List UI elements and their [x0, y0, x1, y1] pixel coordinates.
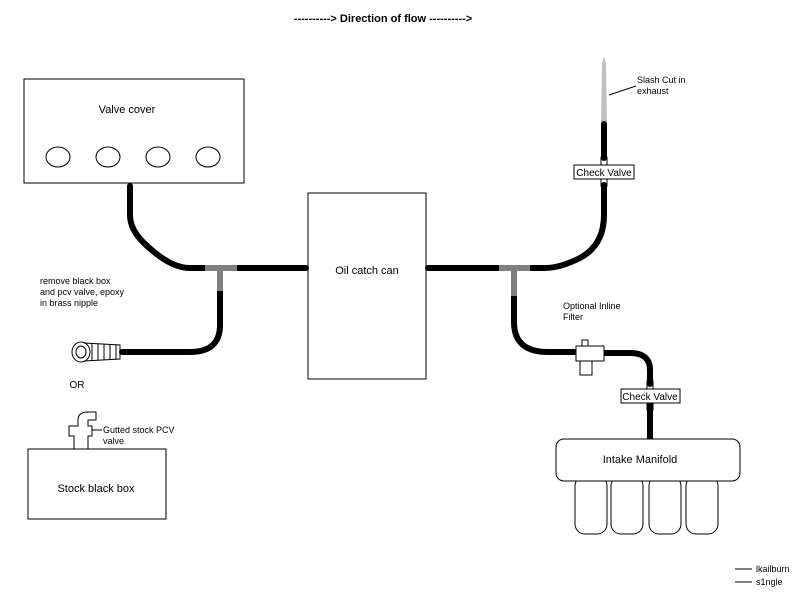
valve-cover: Valve cover: [23, 78, 245, 184]
hose-inline-filter-to-check-valve: [601, 350, 653, 387]
intake-runner-2: [610, 475, 644, 535]
credit-2: s1ngle: [756, 577, 783, 587]
optional-filter-label-line-1: Optional Inline: [563, 301, 621, 311]
gutted-pcv-valve: [68, 411, 97, 449]
or-label: OR: [70, 380, 85, 391]
right-tee-fitting: [499, 265, 530, 296]
valve-cover-port-2: [95, 146, 121, 168]
check-valve-top: Check Valve: [573, 156, 635, 187]
valve-cover-port-3: [145, 146, 171, 168]
flow-direction-title: ----------> Direction of flow ----------…: [294, 13, 472, 25]
slash-cut-label-line-2: exhaust: [637, 86, 669, 96]
stock-black-box: Stock black box: [27, 448, 167, 520]
check-valve-bottom-label: Check Valve: [622, 392, 678, 403]
check-valve-top-label: Check Valve: [576, 168, 632, 179]
valve-cover-label: Valve cover: [99, 104, 156, 116]
optional-filter-label-line-2: Filter: [563, 312, 583, 322]
credit-1: lkailburn: [756, 564, 790, 574]
inline-filter: [575, 339, 605, 376]
oil-catch-can: Oil catch can: [307, 192, 427, 380]
stock-black-box-label: Stock black box: [57, 483, 135, 495]
gutted-pcv-label-line-1: Gutted stock PCV: [103, 425, 175, 435]
brass-nipple-fitting: [71, 341, 121, 363]
intake-manifold: Intake Manifold: [555, 438, 741, 535]
remove-black-box-note-line-2: and pcv valve, epoxy: [40, 287, 125, 297]
check-valve-bottom: Check Valve: [620, 380, 681, 411]
hose-tee-to-inline-filter: [511, 292, 583, 355]
hose-valve-cover-to-tee: [127, 183, 208, 271]
intake-manifold-label: Intake Manifold: [603, 454, 678, 466]
exhaust-slash-cut-pipe: [601, 56, 607, 124]
valve-cover-port-1: [45, 146, 71, 168]
gutted-pcv-label-line-2: valve: [103, 436, 124, 446]
intake-runner-3: [648, 475, 682, 535]
remove-black-box-note-line-1: remove black box: [40, 276, 111, 286]
intake-runner-4: [685, 475, 719, 535]
left-tee-fitting: [205, 265, 237, 291]
remove-black-box-note-line-3: in brass nipple: [40, 298, 98, 308]
intake-runner-1: [574, 475, 608, 535]
slash-cut-leader: [608, 85, 637, 96]
hose-tee-to-brass-nipple: [119, 287, 223, 355]
intake-plenum: [555, 438, 741, 482]
oil-catch-can-label: Oil catch can: [335, 265, 399, 277]
valve-cover-port-4: [195, 146, 221, 168]
hose-top-check-valve-to-tee: [527, 182, 607, 271]
slash-cut-label-line-1: Slash Cut in: [637, 75, 686, 85]
